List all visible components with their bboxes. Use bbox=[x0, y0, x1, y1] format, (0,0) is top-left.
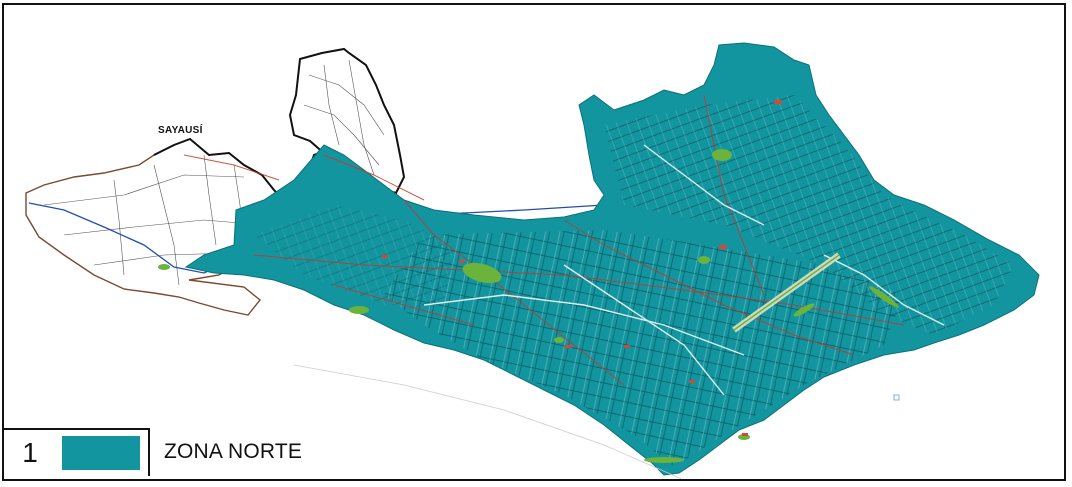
main-roads bbox=[183, 94, 905, 386]
street-grid-dense bbox=[384, 230, 904, 467]
rural-roads bbox=[43, 59, 385, 286]
legend-label: ZONA NORTE bbox=[164, 440, 303, 463]
legend-number: 1 bbox=[22, 437, 38, 468]
red-markers bbox=[382, 100, 782, 436]
legend-item: 1 bbox=[4, 428, 150, 476]
street-grid-north bbox=[604, 95, 1014, 335]
legend-swatch bbox=[62, 436, 140, 470]
map-legend: 1 ZONA NORTE bbox=[4, 428, 302, 476]
small-marker bbox=[893, 394, 900, 401]
street-grid-west bbox=[254, 205, 454, 305]
place-label-sayausi: SAYAUSÍ bbox=[158, 125, 203, 136]
northern-spur-area bbox=[288, 47, 406, 195]
map-frame: SAYAUSÍ 1 ZONA NORTE bbox=[2, 3, 1066, 481]
parks bbox=[158, 149, 899, 463]
avenues bbox=[423, 144, 945, 396]
city-map bbox=[25, 42, 1040, 479]
southern-boundary bbox=[293, 364, 683, 479]
